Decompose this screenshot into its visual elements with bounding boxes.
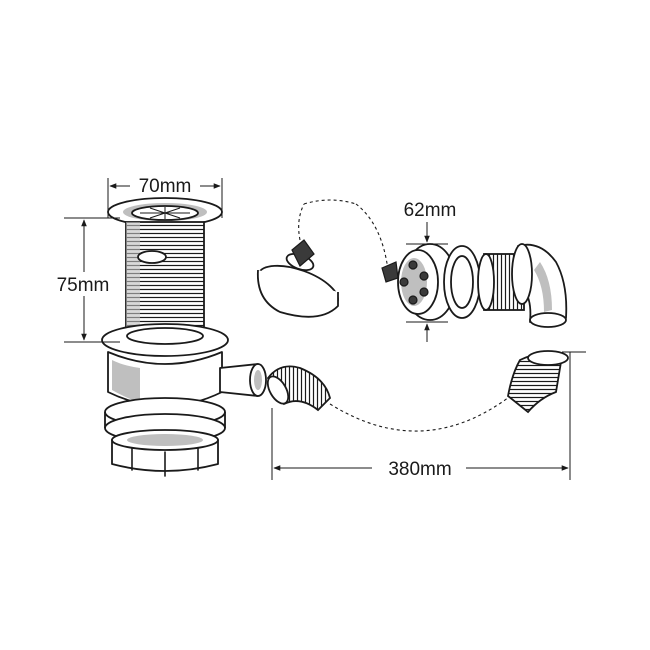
grate-icon (140, 207, 190, 219)
dimension-label-width: 70mm (139, 176, 192, 197)
dimension-length: 380mm (271, 351, 586, 480)
dimension-label-length: 380mm (388, 459, 451, 480)
overflow-grate-icon (399, 260, 429, 305)
dimension-height: 75mm (48, 217, 120, 343)
plug-and-chain (257, 199, 399, 318)
dimension-label-flange: 62mm (404, 200, 457, 221)
dimension-width: 70mm (107, 172, 223, 218)
waste-body (101, 197, 267, 477)
flexible-hose (266, 350, 569, 432)
dimension-flange: 62mm (404, 200, 457, 342)
overflow-assembly (397, 243, 568, 328)
dimension-label-height: 75mm (57, 275, 110, 296)
